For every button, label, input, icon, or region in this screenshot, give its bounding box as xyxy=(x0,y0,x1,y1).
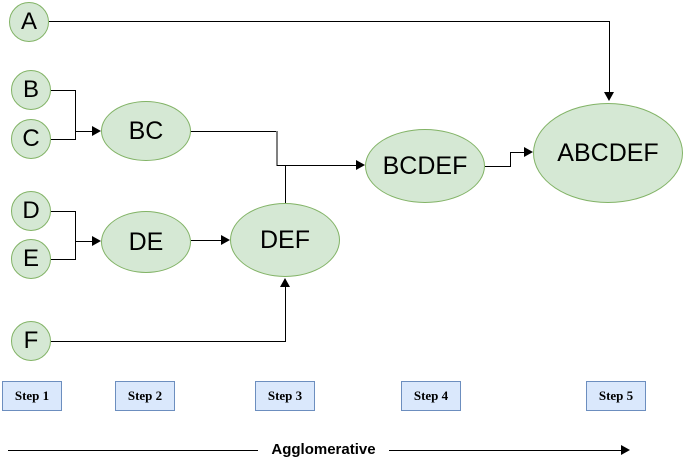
edge-junction-de xyxy=(75,241,92,242)
step-3-box: Step 3 xyxy=(255,381,315,411)
arrowhead-down-icon xyxy=(604,92,614,101)
arrowhead-right-icon xyxy=(92,236,101,246)
node-e-label: E xyxy=(22,245,39,272)
arrowhead-right-icon xyxy=(356,160,365,170)
step-2-label: Step 2 xyxy=(127,388,163,403)
cluster-bcdef-label: BCDEF xyxy=(382,151,468,180)
step-1-box: Step 1 xyxy=(2,381,62,411)
node-d-label: D xyxy=(22,197,40,224)
axis-label: Agglomerative xyxy=(271,441,376,458)
node-b: B xyxy=(11,70,51,110)
edge-e-junction xyxy=(51,259,76,260)
step-4-box: Step 4 xyxy=(401,381,461,411)
edge-junction-bcdef xyxy=(277,165,356,166)
node-c: C xyxy=(11,119,51,159)
edge-de-junction-v xyxy=(75,211,76,260)
node-a-label: A xyxy=(20,8,37,35)
axis-line-right xyxy=(389,450,621,451)
arrowhead-right-icon xyxy=(92,126,101,136)
edge-a-abcdef-h xyxy=(49,21,610,22)
node-a: A xyxy=(9,2,49,42)
cluster-bcdef: BCDEF xyxy=(365,129,485,203)
edge-b-junction xyxy=(51,90,76,91)
node-f-label: F xyxy=(23,327,39,354)
node-c-label: C xyxy=(22,125,40,152)
edge-d-junction xyxy=(51,211,76,212)
cluster-bc-label: BC xyxy=(128,116,164,145)
node-d: D xyxy=(11,191,51,231)
edge-f-h xyxy=(51,341,286,342)
arrowhead-up-icon xyxy=(280,278,290,287)
cluster-abcdef-label: ABCDEF xyxy=(557,138,659,167)
cluster-abcdef: ABCDEF xyxy=(533,103,683,203)
node-b-label: B xyxy=(22,76,39,103)
edge-junction-bc xyxy=(75,131,92,132)
step-3-label: Step 3 xyxy=(267,388,303,403)
arrowhead-right-icon xyxy=(221,235,230,245)
edge-bcdef-out-h xyxy=(485,166,511,167)
edge-bcdef-abcdef xyxy=(510,152,524,153)
edge-bc-out-v xyxy=(276,131,278,166)
cluster-bc: BC xyxy=(101,101,191,161)
step-2-box: Step 2 xyxy=(115,381,175,411)
cluster-de-label: DE xyxy=(128,227,164,256)
edge-bcdef-out-v xyxy=(510,152,511,167)
edge-c-junction xyxy=(51,139,76,140)
edge-f-v xyxy=(285,287,286,342)
cluster-def-label: DEF xyxy=(260,225,310,254)
edge-bc-out-h xyxy=(190,131,277,132)
step-5-label: Step 5 xyxy=(598,388,634,403)
edge-bc-junction-v xyxy=(75,90,76,140)
axis-line-left xyxy=(8,450,258,451)
edge-de-def xyxy=(191,240,221,241)
edge-def-up-v xyxy=(285,166,286,203)
cluster-de: DE xyxy=(101,211,191,273)
step-5-box: Step 5 xyxy=(586,381,646,411)
edge-a-abcdef-v xyxy=(609,21,610,93)
cluster-def: DEF xyxy=(230,203,340,277)
node-f: F xyxy=(11,321,51,361)
arrowhead-right-icon xyxy=(524,147,533,157)
step-1-label: Step 1 xyxy=(14,388,50,403)
node-e: E xyxy=(11,239,51,279)
step-4-label: Step 4 xyxy=(413,388,449,403)
arrowhead-right-icon xyxy=(621,445,630,455)
